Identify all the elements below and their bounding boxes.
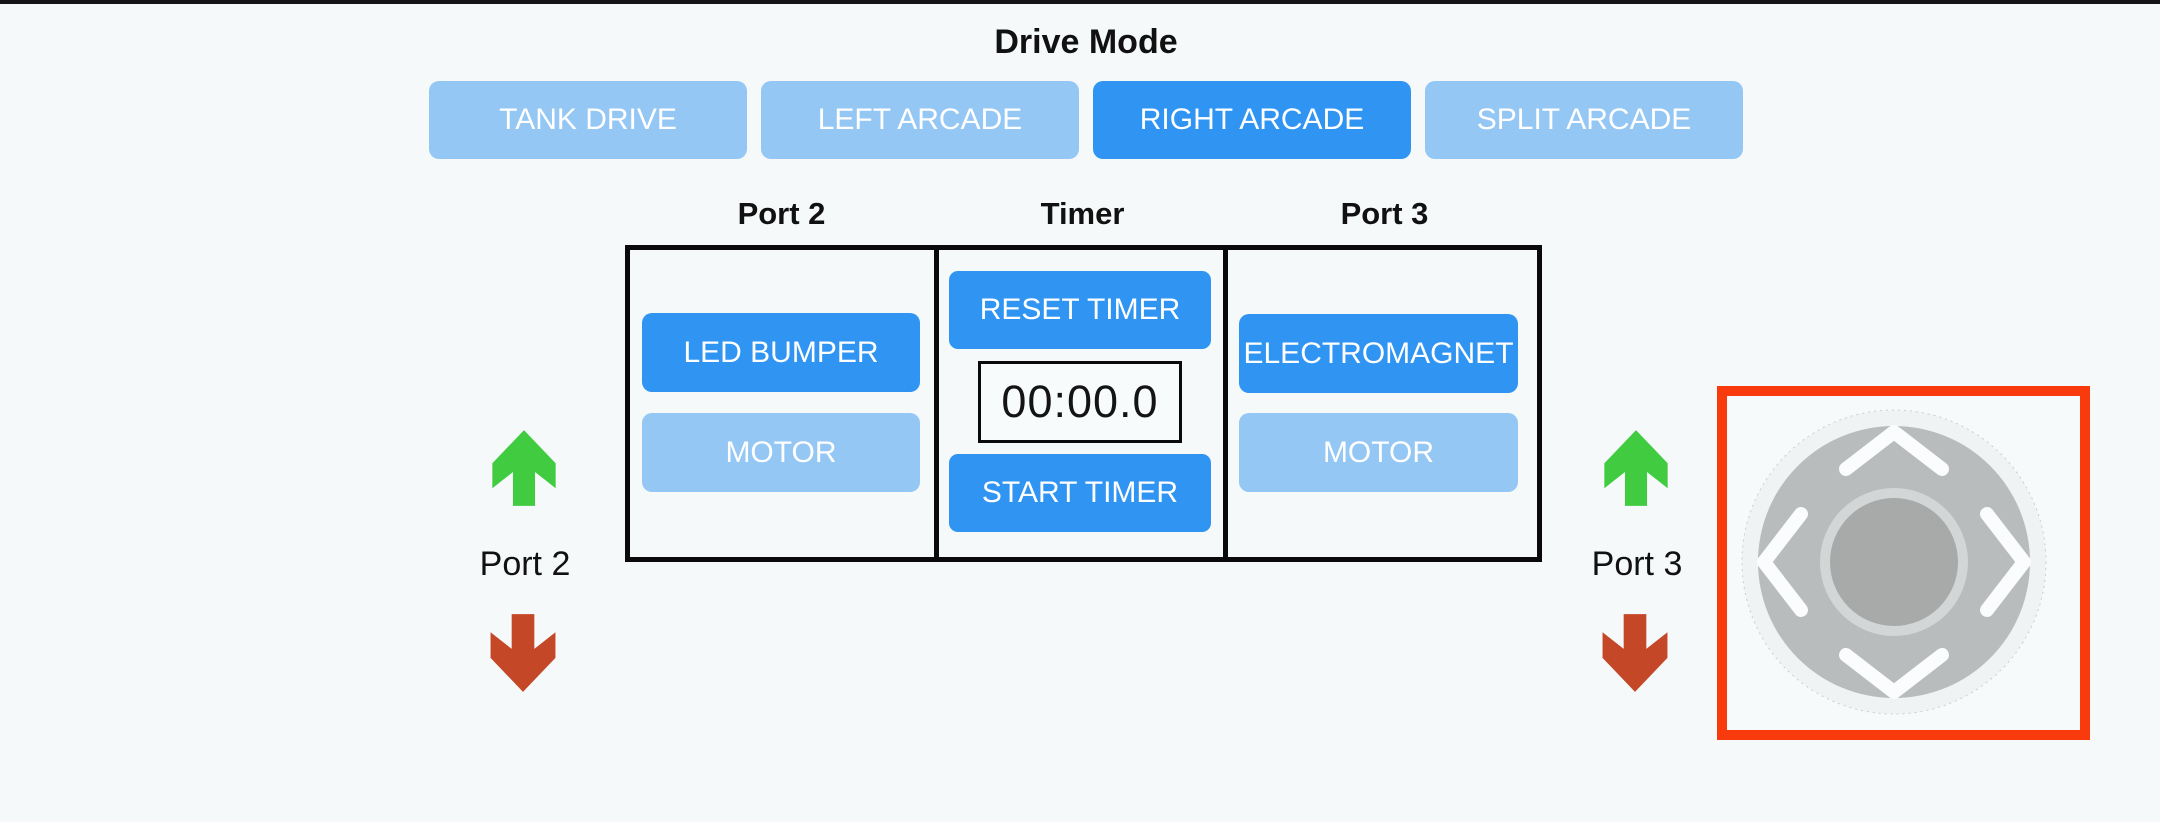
port2-up-arrow-icon bbox=[485, 423, 563, 513]
joystick-selection-frame bbox=[1717, 386, 2090, 740]
port3-indicator-label: Port 3 bbox=[1591, 545, 1683, 583]
red-down-arrow-icon bbox=[1602, 614, 1668, 692]
drive-mode-title: Drive Mode bbox=[994, 23, 1178, 61]
port3-up-arrow-icon bbox=[1597, 423, 1675, 513]
port3-column-header: Port 3 bbox=[1340, 196, 1429, 231]
chevron-down-icon[interactable] bbox=[1839, 648, 1949, 699]
port2-motor-button[interactable]: MOTOR bbox=[642, 413, 920, 492]
start-timer-button[interactable]: START TIMER bbox=[949, 454, 1211, 532]
timer-display: 00:00.0 bbox=[978, 361, 1182, 443]
panel-divider bbox=[1223, 250, 1228, 557]
reset-timer-button[interactable]: RESET TIMER bbox=[949, 271, 1211, 349]
control-panel: LED BUMPER MOTOR RESET TIMER 00:00.0 STA… bbox=[625, 245, 1542, 562]
joystick-knob[interactable] bbox=[1830, 498, 1958, 626]
red-down-arrow-icon bbox=[490, 614, 556, 692]
chevron-up-icon[interactable] bbox=[1839, 425, 1949, 476]
electromagnet-button[interactable]: ELECTROMAGNET bbox=[1239, 314, 1518, 393]
split-arcade-button[interactable]: SPLIT ARCADE bbox=[1425, 81, 1743, 159]
joystick-pad[interactable] bbox=[1739, 407, 2049, 717]
right-arcade-button[interactable]: RIGHT ARCADE bbox=[1093, 81, 1411, 159]
port2-indicator-label: Port 2 bbox=[479, 545, 571, 583]
port2-column-header: Port 2 bbox=[737, 196, 826, 231]
panel-divider bbox=[934, 250, 939, 557]
port3-down-arrow-icon bbox=[1595, 607, 1675, 699]
chevron-left-icon[interactable] bbox=[1757, 507, 1808, 617]
green-up-arrow-icon bbox=[492, 430, 556, 506]
port2-down-arrow-icon bbox=[483, 607, 563, 699]
timer-column-header: Timer bbox=[1040, 196, 1125, 231]
top-border bbox=[0, 0, 2160, 4]
green-up-arrow-icon bbox=[1604, 430, 1668, 506]
left-arcade-button[interactable]: LEFT ARCADE bbox=[761, 81, 1079, 159]
tank-drive-button[interactable]: TANK DRIVE bbox=[429, 81, 747, 159]
chevron-right-icon[interactable] bbox=[1980, 507, 2031, 617]
led-bumper-button[interactable]: LED BUMPER bbox=[642, 313, 920, 392]
port3-motor-button[interactable]: MOTOR bbox=[1239, 413, 1518, 492]
